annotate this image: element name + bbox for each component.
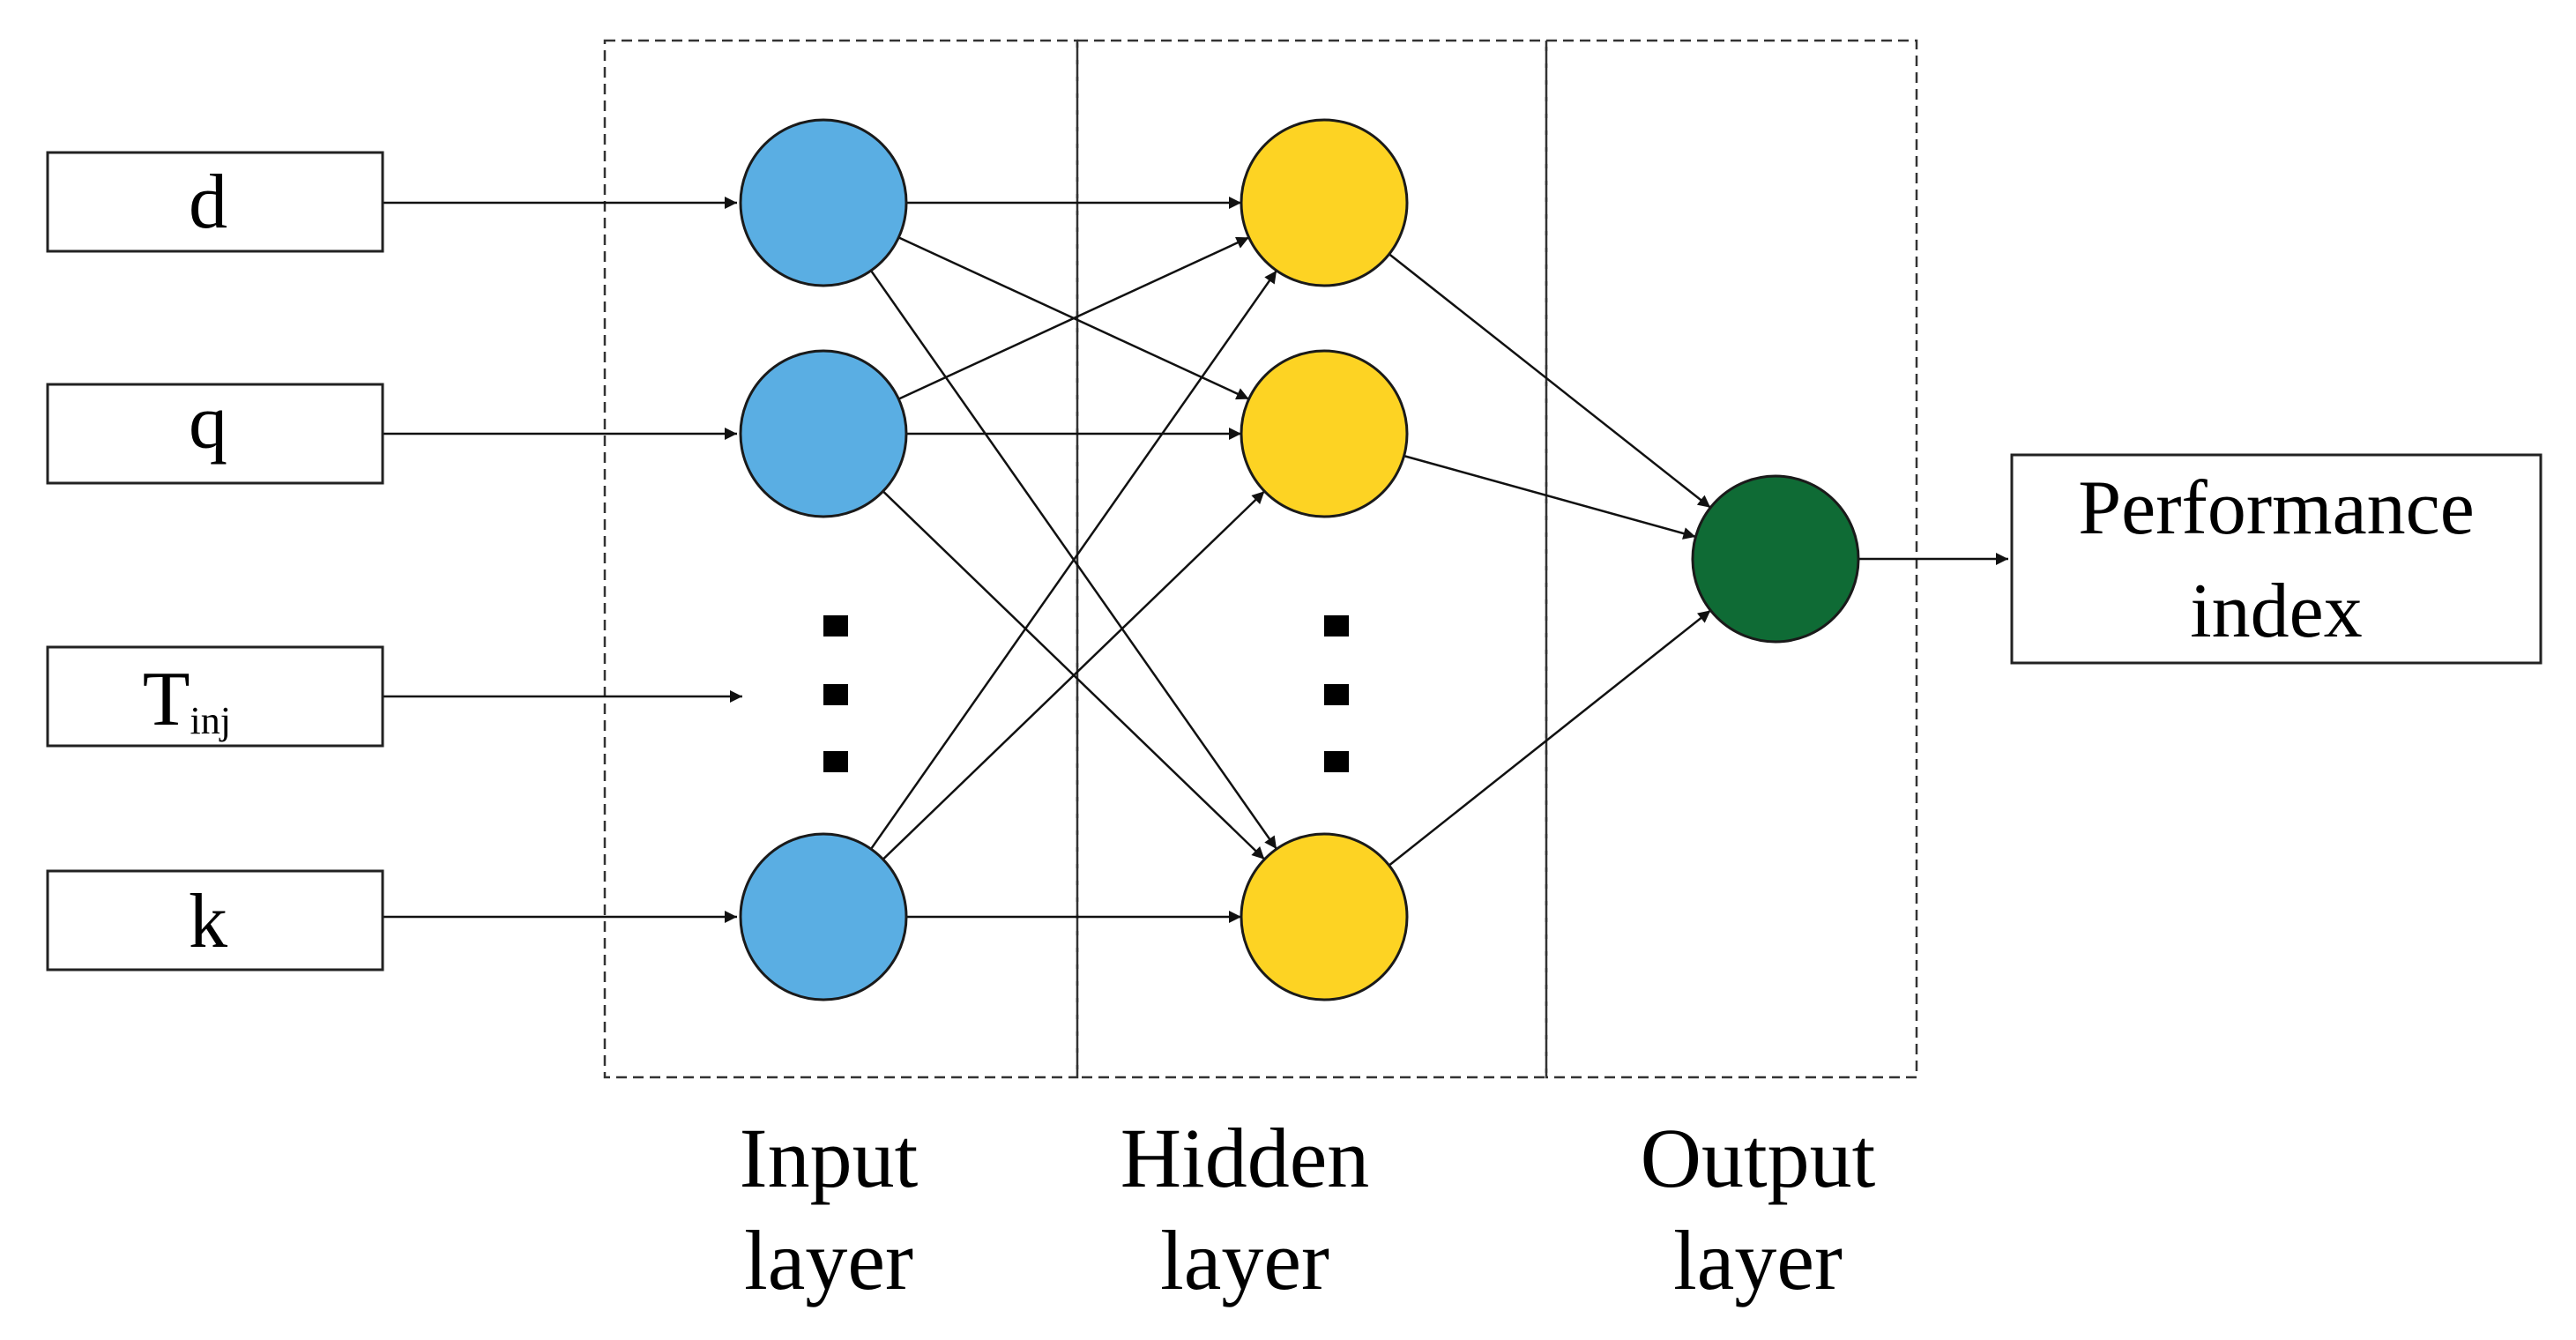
output-label-line2: index — [2190, 569, 2363, 654]
hidden-node — [1240, 832, 1409, 1001]
input-layer-label-line2: layer — [744, 1213, 913, 1307]
input-subscript: inj — [190, 699, 231, 742]
hidden-node — [1240, 118, 1409, 287]
hidden-ellipsis-dots — [1324, 615, 1349, 772]
hidden-output-edge — [1388, 609, 1712, 867]
input-layer-label-line1: Input — [740, 1111, 919, 1205]
input-label: q — [189, 380, 227, 465]
output-layer-label-line2: layer — [1673, 1213, 1843, 1307]
input-node — [739, 118, 908, 287]
input-layer-frame — [603, 39, 1079, 1079]
hidden-layer-frame — [1076, 39, 1548, 1079]
input-label: k — [189, 879, 227, 964]
output-label-line1: Performance — [2078, 465, 2475, 551]
input-label: d — [189, 160, 227, 245]
output-node — [1691, 474, 1860, 644]
hidden-output-edge — [1403, 454, 1696, 540]
input-label: T — [143, 657, 190, 742]
input-box-t-inj: Tinj — [46, 645, 384, 748]
output-layer-label-line1: Output — [1641, 1111, 1876, 1205]
hidden-output-edge — [1389, 253, 1711, 509]
hidden-node — [1240, 349, 1409, 518]
input-hidden-edge — [882, 490, 1266, 860]
input-box-k: k — [46, 869, 384, 972]
hidden-layer-label-line1: Hidden — [1120, 1111, 1370, 1205]
input-hidden-edge — [897, 236, 1250, 400]
performance-index-box: Performance index — [2010, 453, 2542, 665]
connections — [383, 197, 2008, 923]
hidden-layer-label-line2: layer — [1160, 1213, 1329, 1307]
input-ellipsis-dots — [823, 615, 848, 772]
input-box-d: d — [46, 151, 384, 253]
input-node — [739, 349, 908, 518]
input-hidden-edge — [869, 270, 1278, 850]
input-node — [739, 832, 908, 1001]
svg-text:Tinj: Tinj — [143, 657, 231, 742]
input-box-q: q — [46, 380, 384, 485]
